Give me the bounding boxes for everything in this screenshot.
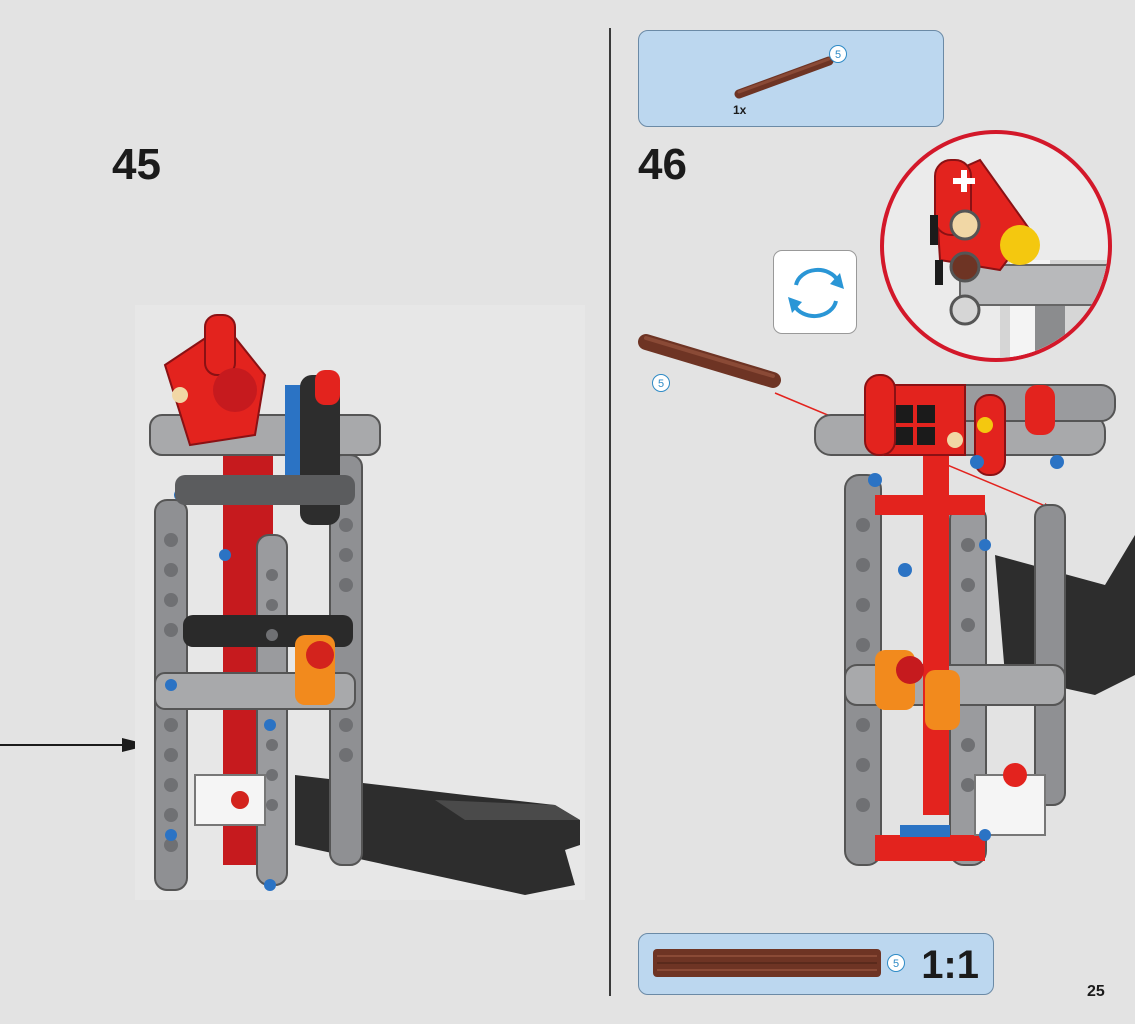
scale-label: 1:1 [921,943,979,987]
step-divider [609,28,611,996]
rotate-model-icon [788,267,844,319]
scale-color-id: 5 [887,954,905,972]
page-number: 25 [1087,983,1105,1000]
step-46-model-illustration [774,374,1135,866]
step-number-46: 46 [638,140,687,189]
parts-callout: 5 1x [638,30,944,127]
detail-zoom-callout [880,130,1112,362]
axle-insert-color-id: 5 [652,374,670,392]
axle-icon [734,56,834,99]
step-number-45: 45 [112,140,161,189]
scale-callout: 5 1:1 [638,933,994,995]
zoom-detail-illustration [930,158,1108,358]
axle-color-id-badge: 5 [829,45,847,63]
step-45-model-illustration [135,305,585,900]
axle-scale-icon [653,949,881,977]
axle-insert-illustration [638,334,781,388]
part-quantity: 1x [733,103,747,117]
rotate-model-indicator [773,250,857,334]
